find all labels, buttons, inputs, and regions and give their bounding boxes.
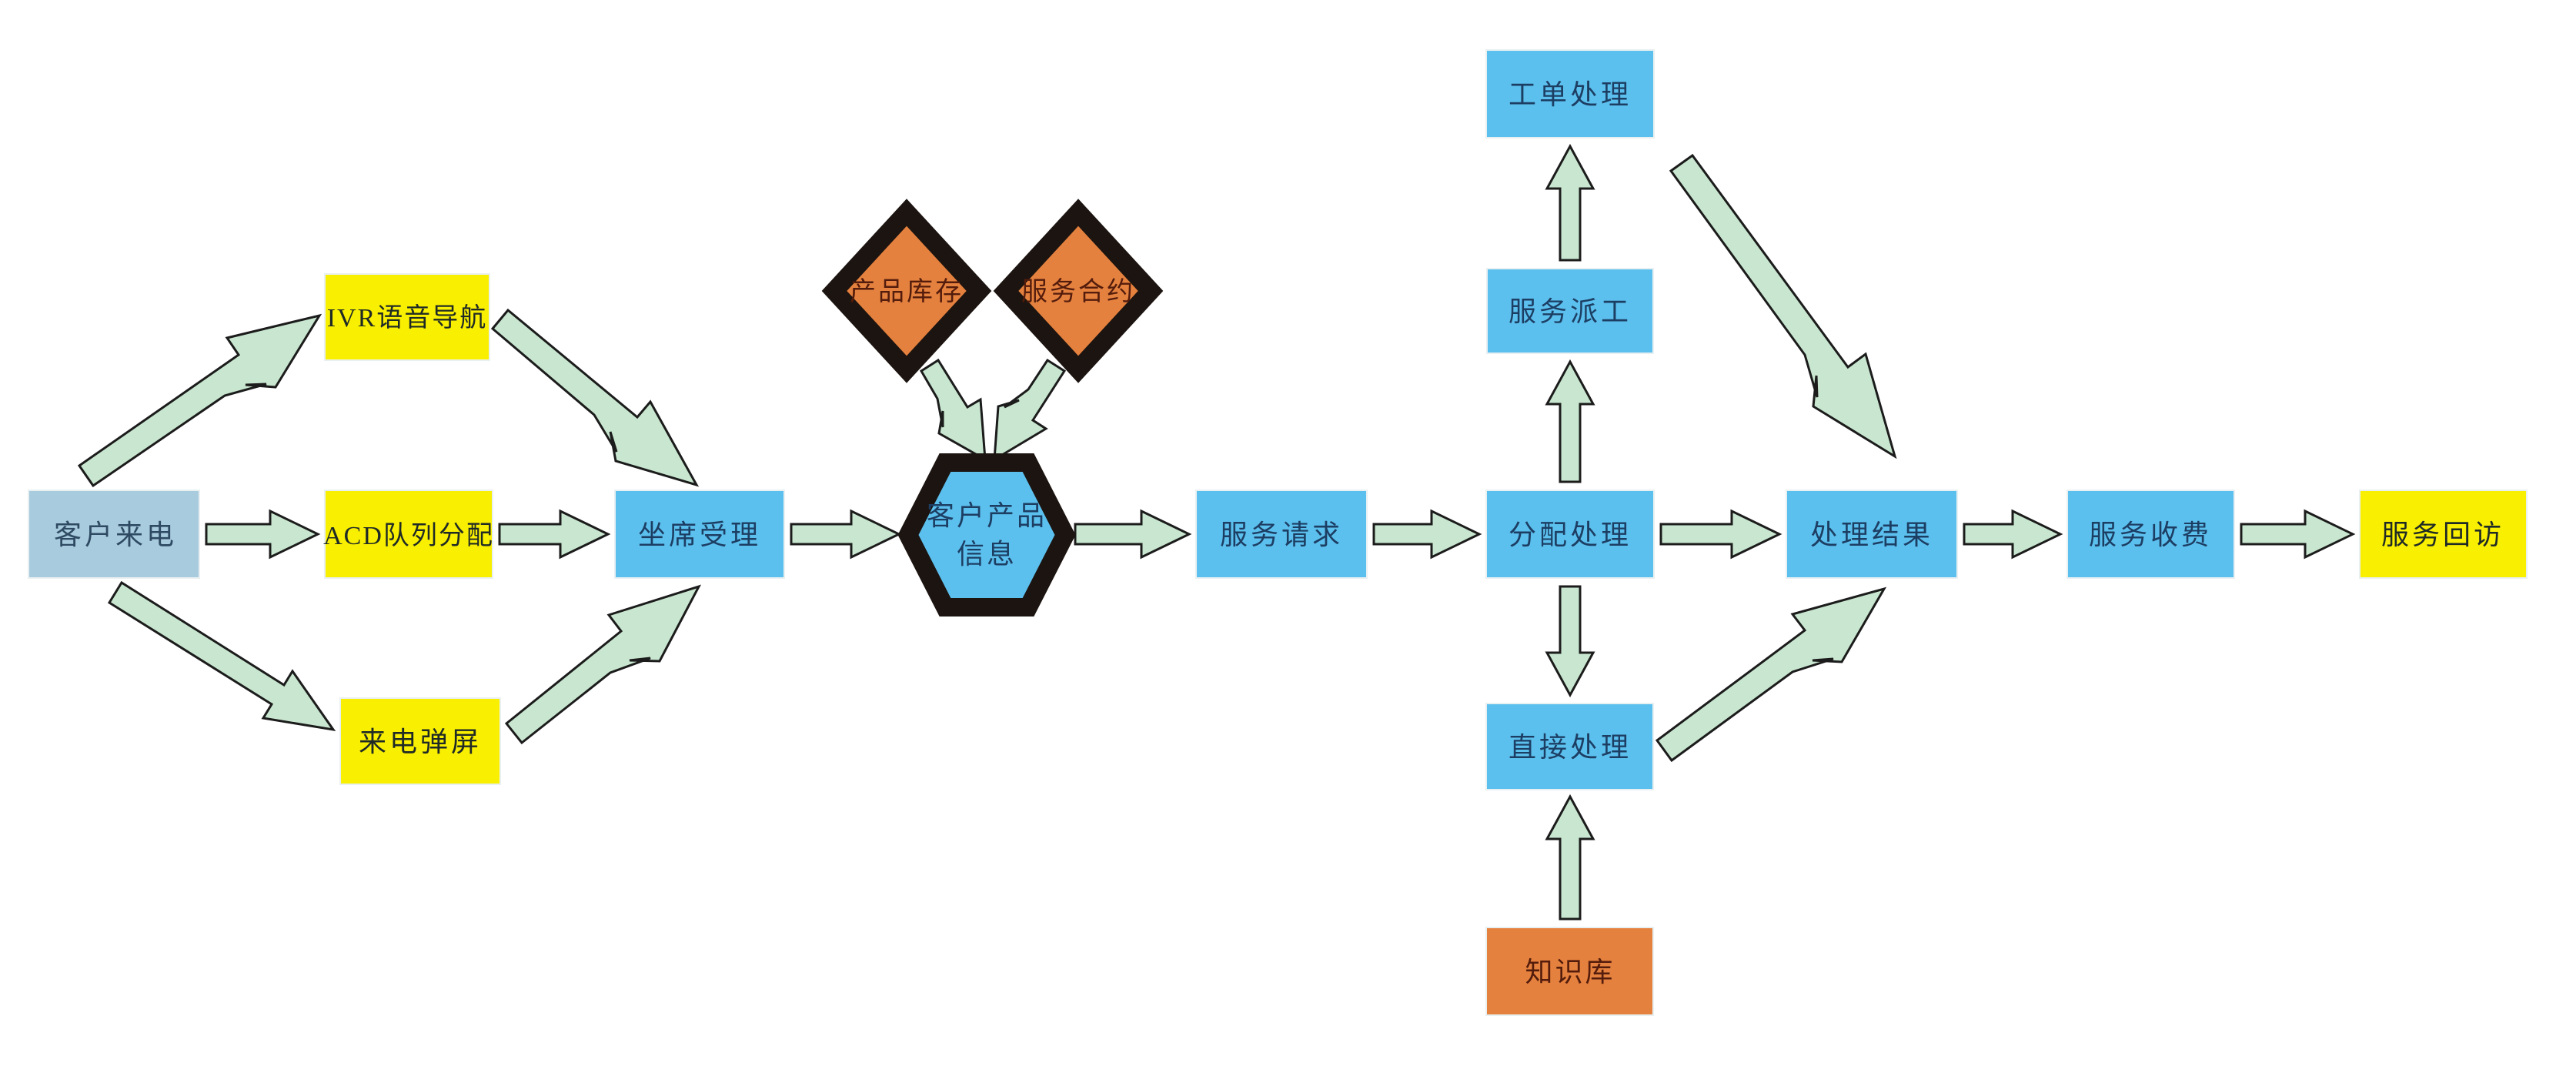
arrow-direct-process-to-process-result: [1655, 586, 1887, 763]
node-dispatch-process: 分配处理: [1485, 490, 1655, 579]
arrow-dispatch-process-to-process-result: [1659, 509, 1782, 560]
arrow-knowledge-base-to-direct-process: [1545, 794, 1595, 921]
arrow-work-order-to-process-result: [1669, 153, 1897, 459]
arrow-dispatch-process-to-service-dispatch: [1545, 359, 1595, 483]
arrow-product-inventory-to-customer-product-info: [919, 358, 987, 462]
arrow-agent-accept-to-customer-product-info: [790, 509, 902, 560]
arrow-service-request-to-dispatch-process: [1372, 509, 1482, 560]
arrow-service-contract-to-customer-product-info: [993, 358, 1067, 462]
node-call-popup: 来电弹屏: [339, 697, 501, 785]
arrow-layer: [77, 143, 2356, 921]
node-service-dispatch: 服务派工: [1486, 268, 1654, 354]
arrow-customer-call-to-ivr: [77, 313, 322, 488]
node-process-result: 处理结果: [1786, 490, 1958, 579]
arrow-dispatch-process-to-direct-process: [1545, 585, 1595, 698]
node-product-inventory: 产品库存: [821, 199, 992, 383]
node-customer-product-info: 客户产品 信息: [897, 453, 1076, 617]
node-work-order: 工单处理: [1485, 49, 1655, 139]
arrow-customer-call-to-acd: [205, 509, 321, 560]
node-service-contract: 服务合约: [993, 199, 1164, 383]
arrow-service-dispatch-to-work-order: [1545, 143, 1595, 262]
node-service-followup: 服务回访: [2359, 490, 2528, 579]
node-service-charge: 服务收费: [2066, 490, 2235, 579]
arrow-ivr-to-agent-accept: [490, 308, 700, 487]
arrow-call-popup-to-agent-accept: [504, 584, 702, 745]
arrow-service-charge-to-service-followup: [2240, 509, 2356, 560]
node-direct-process: 直接处理: [1485, 703, 1654, 790]
node-acd-queue: ACD队列分配: [323, 490, 493, 579]
node-service-request: 服务请求: [1195, 490, 1368, 579]
node-agent-accept: 坐席受理: [614, 490, 785, 579]
node-customer-call: 客户来电: [28, 490, 200, 579]
arrow-acd-to-agent-accept: [498, 509, 611, 560]
node-knowledge-base: 知识库: [1485, 927, 1654, 1016]
arrow-process-result-to-service-charge: [1963, 509, 2063, 560]
arrow-customer-call-to-call-popup: [107, 580, 336, 732]
arrow-customer-product-info-to-service-request: [1074, 509, 1192, 560]
node-ivr-navigation: IVR语音导航: [324, 273, 490, 361]
